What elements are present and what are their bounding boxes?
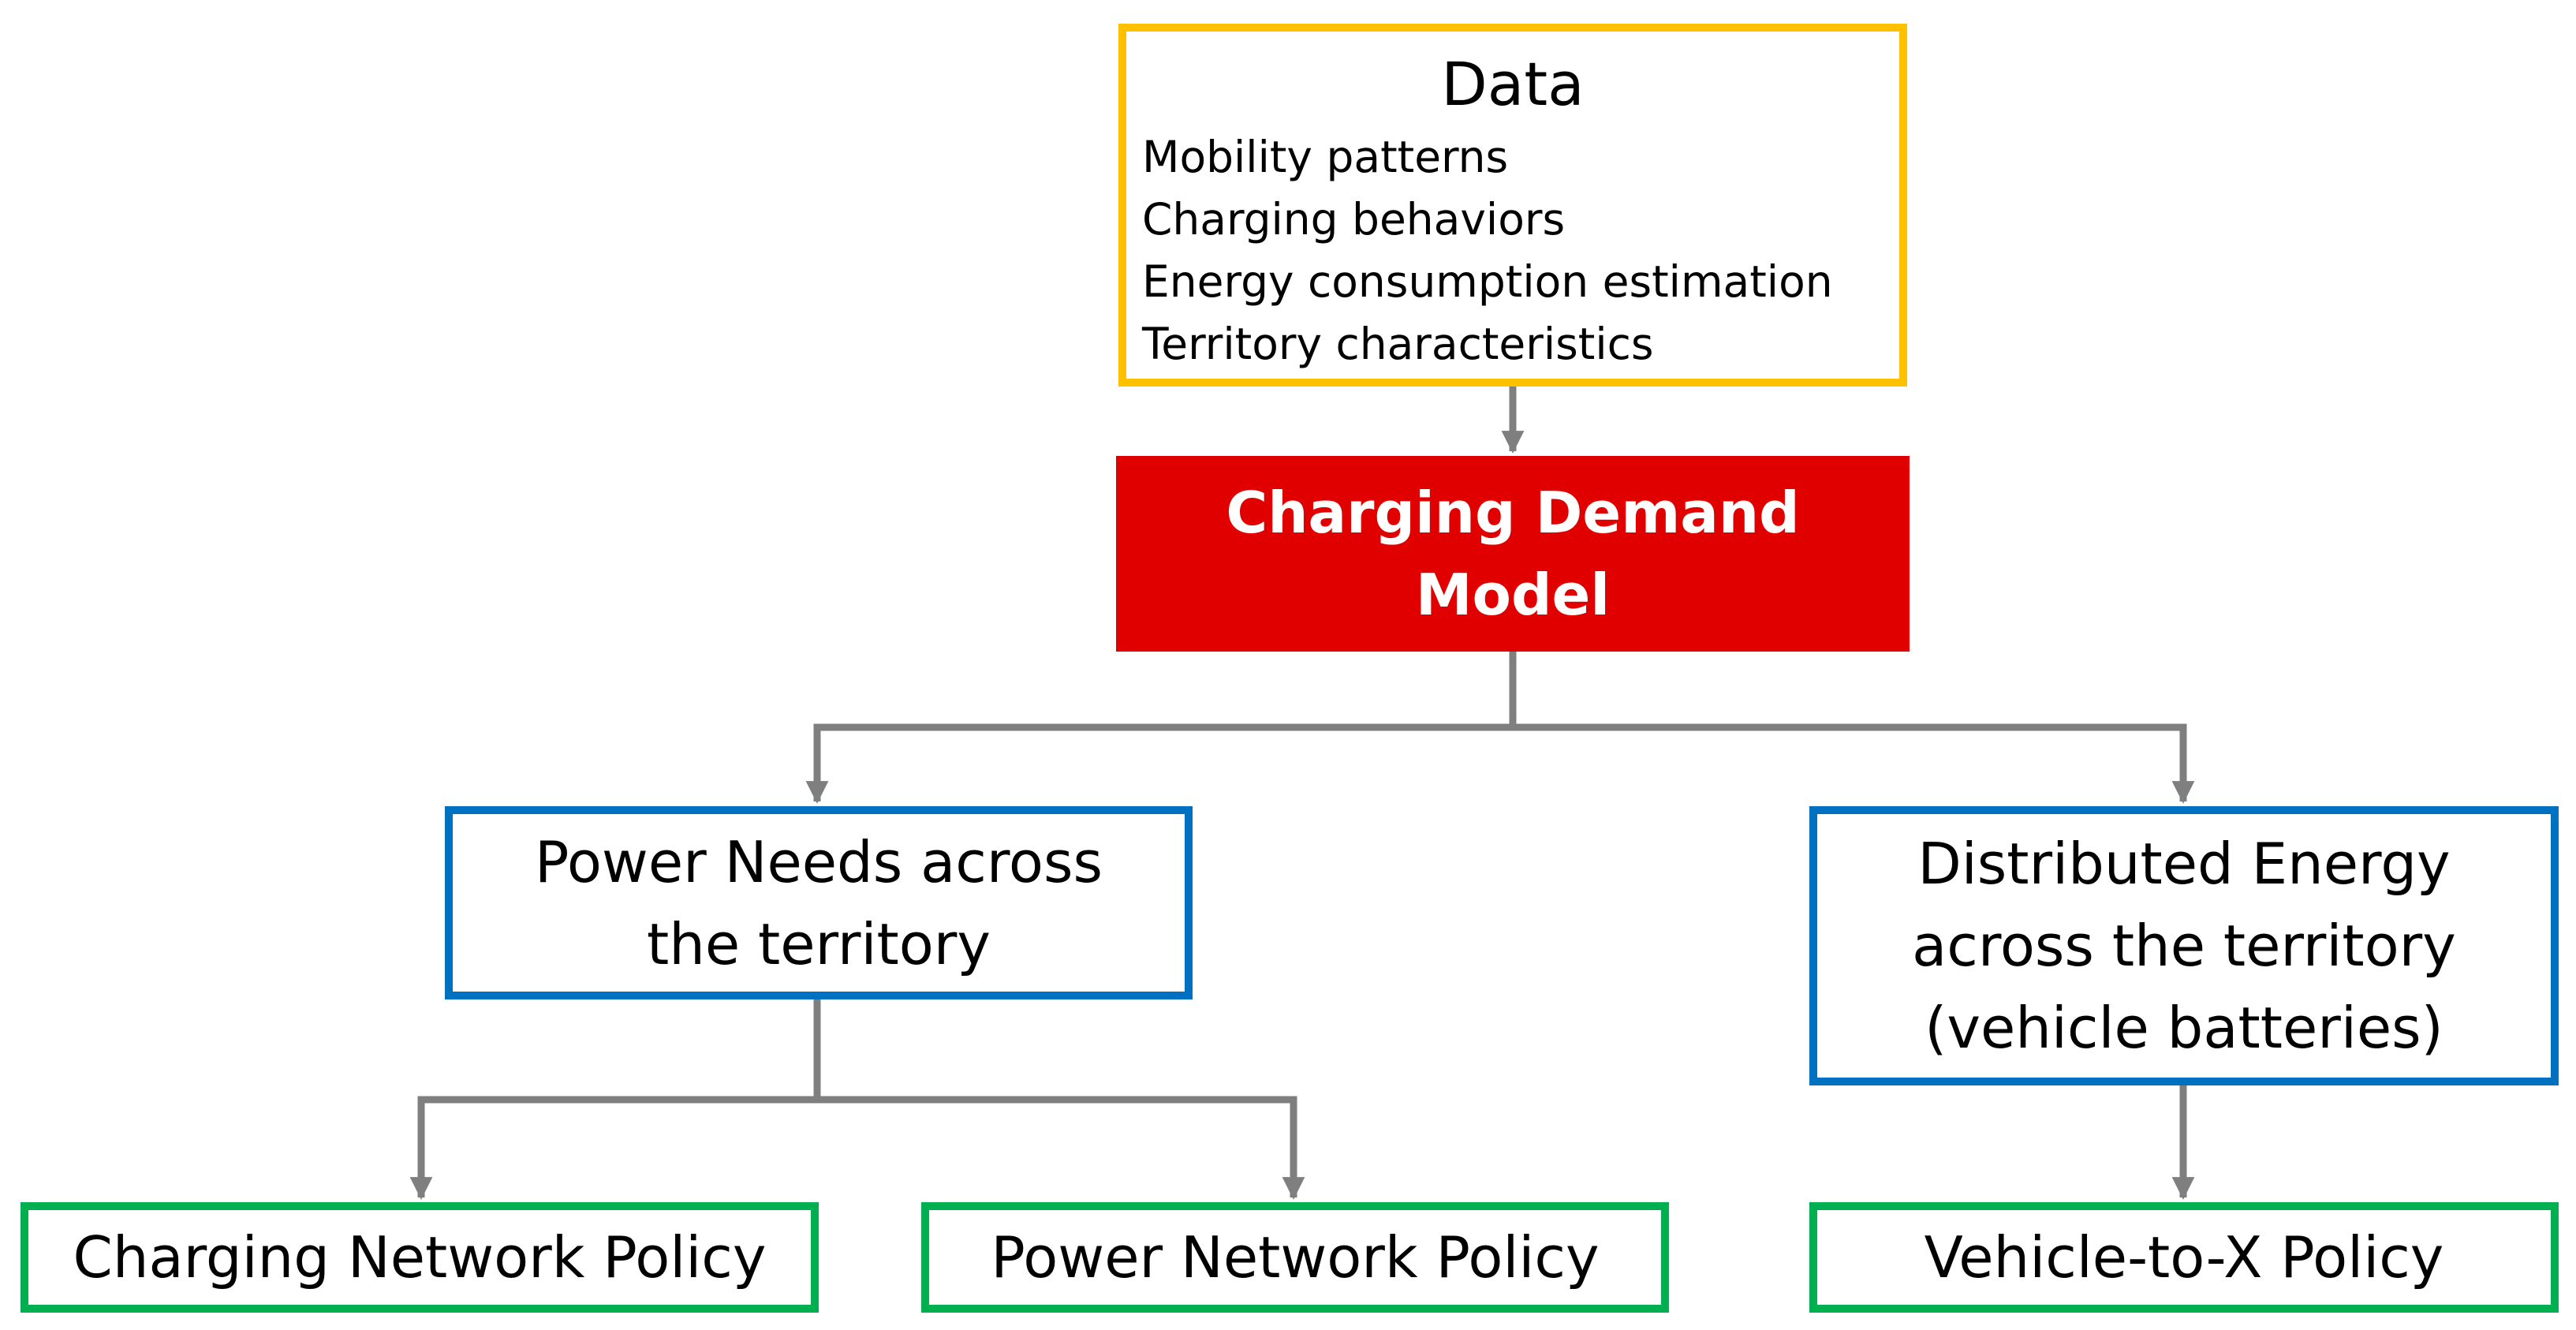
distributed-energy-label-line-1: Distributed Energy	[1917, 831, 2451, 897]
data-items-list: Mobility patterns Charging behaviors Ene…	[1126, 126, 1899, 375]
vehicle-to-x-policy-label: Vehicle-to-X Policy	[1924, 1224, 2444, 1291]
charging-demand-model-box: Charging Demand Model	[1116, 456, 1910, 652]
arrow-to-power-network-policy	[817, 1096, 1305, 1200]
arrow-model-to-power-needs	[805, 723, 1513, 804]
data-item-territory-characteristics: Territory characteristics	[1142, 318, 1654, 369]
power-network-policy-box: Power Network Policy	[921, 1202, 1669, 1313]
power-needs-label-line-2: the territory	[646, 910, 991, 977]
data-box: Data Mobility patterns Charging behavior…	[1118, 24, 1907, 387]
power-needs-label-line-1: Power Needs across	[535, 828, 1103, 895]
distributed-energy-label-line-3: (vehicle batteries)	[1925, 995, 2443, 1061]
power-network-policy-label: Power Network Policy	[991, 1224, 1600, 1291]
arrow-model-to-distributed-energy	[1513, 723, 2195, 804]
arrow-to-charging-network-policy	[409, 1096, 817, 1200]
model-label-line-1: Charging Demand	[1226, 480, 1800, 546]
power-needs-box: Power Needs across the territory	[445, 806, 1193, 999]
data-box-title: Data	[1441, 49, 1585, 119]
model-label-line-2: Model	[1415, 562, 1611, 628]
charging-network-policy-label: Charging Network Policy	[73, 1224, 767, 1291]
data-item-energy-consumption: Energy consumption estimation	[1142, 256, 1833, 307]
data-item-charging-behaviors: Charging behaviors	[1142, 193, 1566, 245]
vehicle-to-x-policy-box: Vehicle-to-X Policy	[1809, 1202, 2559, 1313]
charging-network-policy-box: Charging Network Policy	[21, 1202, 819, 1313]
distributed-energy-label-line-2: across the territory	[1912, 913, 2456, 979]
distributed-energy-box: Distributed Energy across the territory …	[1809, 806, 2559, 1085]
data-item-mobility-patterns: Mobility patterns	[1142, 131, 1509, 182]
